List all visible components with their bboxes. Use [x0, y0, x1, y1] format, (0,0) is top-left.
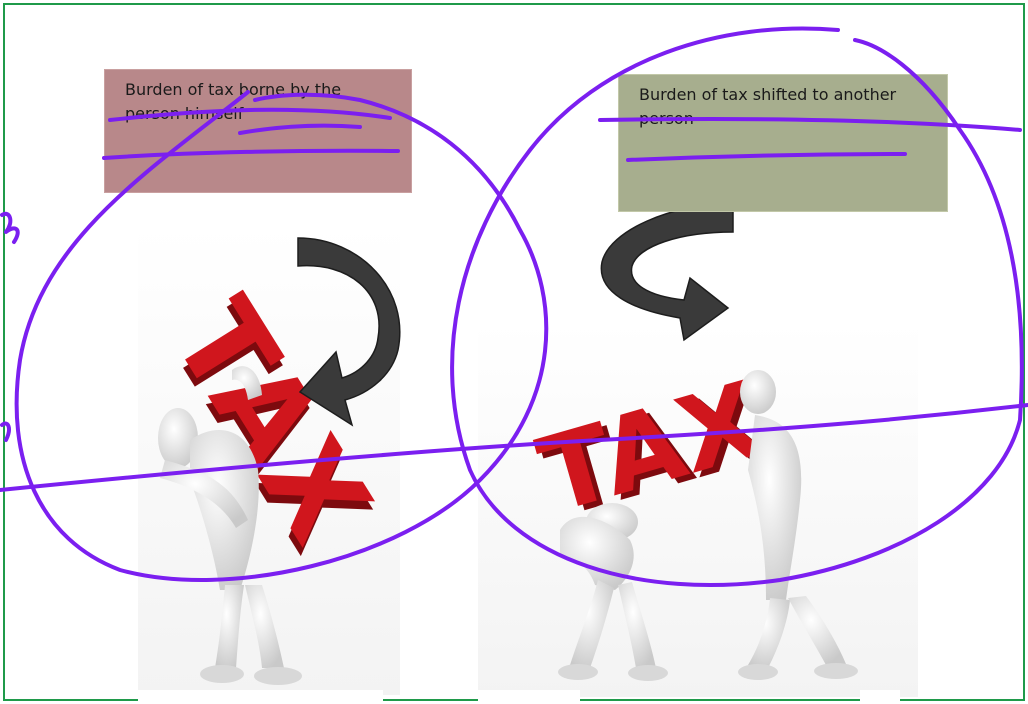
right-person-2-head — [740, 370, 776, 414]
bottom-strip-left — [138, 690, 383, 704]
bottom-strip-right — [860, 690, 900, 704]
right-caption-box: Burden of tax shifted to another person — [618, 74, 948, 212]
right-curved-arrow — [600, 201, 734, 342]
left-caption-box: Burden of tax borne by the person himsel… — [104, 69, 412, 193]
left-caption-text: Burden of tax borne by the person himsel… — [125, 80, 342, 123]
right-caption-text: Burden of tax shifted to another person — [639, 85, 897, 128]
bottom-strip-mid — [478, 690, 580, 704]
